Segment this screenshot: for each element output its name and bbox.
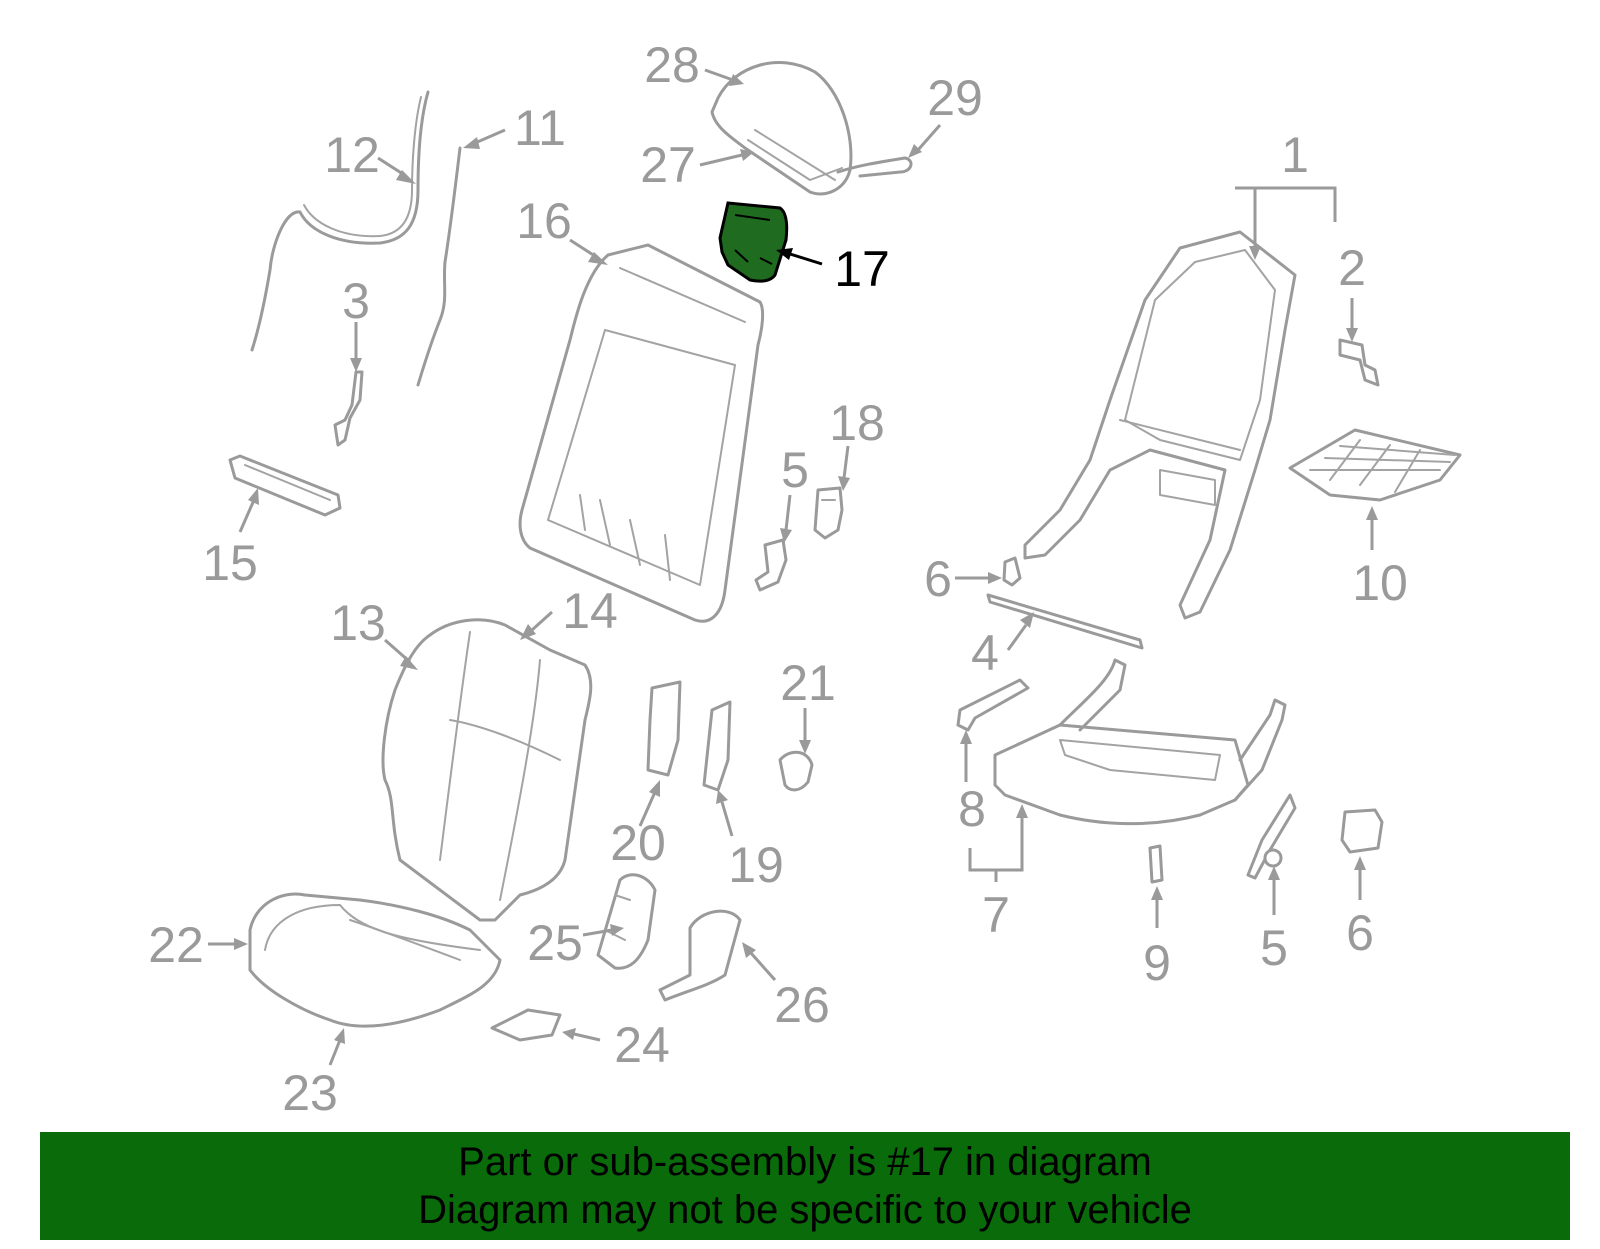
callout-6-upper: 6 <box>924 551 1002 607</box>
callout-5-upper: 5 <box>780 442 809 543</box>
callout-16: 16 <box>516 193 608 265</box>
svg-text:22: 22 <box>148 917 204 973</box>
part-5-bracket-lower <box>1246 793 1297 880</box>
callout-6-lower: 6 <box>1346 856 1374 961</box>
part-21-knob <box>778 750 814 792</box>
part-29-guide <box>836 156 913 178</box>
svg-text:24: 24 <box>614 1017 670 1073</box>
callout-28: 28 <box>644 37 744 93</box>
info-banner: Part or sub-assembly is #17 in diagram D… <box>40 1132 1570 1240</box>
seat-parts-diagram: 1 2 3 4 5 5 6 6 7 8 <box>148 37 1462 1121</box>
part-5-bracket-upper <box>754 538 788 592</box>
part-8-bracket <box>956 678 1030 732</box>
part-16-seatback-panel <box>518 243 765 623</box>
part-19-trim <box>702 700 732 792</box>
svg-text:5: 5 <box>1260 920 1288 976</box>
svg-text:1: 1 <box>1281 127 1309 183</box>
part-22-23-seat-cushion <box>248 892 502 1028</box>
callout-21: 21 <box>780 655 836 754</box>
svg-text:10: 10 <box>1352 555 1408 611</box>
svg-text:18: 18 <box>829 395 885 451</box>
callout-20: 20 <box>610 780 666 871</box>
part-15-trim <box>228 454 342 517</box>
svg-text:29: 29 <box>927 70 983 126</box>
callout-25: 25 <box>527 915 624 971</box>
svg-text:13: 13 <box>330 595 386 651</box>
part-4-rod <box>986 593 1144 650</box>
part-20-trim <box>646 680 682 777</box>
callout-7: 7 <box>968 804 1028 943</box>
callout-2: 2 <box>1338 240 1366 342</box>
callout-15: 15 <box>202 488 259 591</box>
svg-text:5: 5 <box>781 442 809 498</box>
part-12-wire <box>250 90 430 352</box>
svg-text:3: 3 <box>342 273 370 329</box>
svg-text:23: 23 <box>282 1065 338 1121</box>
svg-text:7: 7 <box>982 887 1010 943</box>
part-17-highlighted <box>718 201 789 283</box>
callout-23: 23 <box>282 1028 345 1121</box>
svg-text:12: 12 <box>324 127 380 183</box>
callout-12: 12 <box>324 127 416 184</box>
svg-text:6: 6 <box>1346 905 1374 961</box>
svg-text:2: 2 <box>1338 240 1366 296</box>
part-1-seatback-frame <box>1023 230 1297 620</box>
part-2-bracket <box>1338 338 1380 387</box>
callout-1: 1 <box>1235 127 1337 260</box>
svg-text:28: 28 <box>644 37 700 93</box>
svg-text:19: 19 <box>728 837 784 893</box>
svg-text:9: 9 <box>1143 935 1171 991</box>
callout-17: 17 <box>776 241 890 297</box>
callout-4: 4 <box>971 612 1034 681</box>
part-13-14-seatback-cover <box>381 618 593 922</box>
part-10-spring-grid <box>1288 428 1462 502</box>
svg-text:27: 27 <box>640 137 696 193</box>
svg-text:4: 4 <box>971 625 999 681</box>
callout-10: 10 <box>1352 506 1408 611</box>
svg-text:21: 21 <box>780 655 836 711</box>
svg-text:15: 15 <box>202 535 258 591</box>
svg-text:25: 25 <box>527 915 583 971</box>
part-3-bracket <box>333 370 364 447</box>
callout-5-lower: 5 <box>1260 866 1288 976</box>
part-7-cushion-frame <box>993 658 1287 826</box>
callout-8: 8 <box>958 730 986 837</box>
part-24-clip <box>490 1008 562 1042</box>
callout-19: 19 <box>716 790 784 893</box>
svg-text:26: 26 <box>774 977 830 1033</box>
callout-27: 27 <box>640 137 754 193</box>
callout-29: 29 <box>908 70 983 158</box>
part-11-rod <box>416 146 462 387</box>
svg-text:14: 14 <box>562 583 618 639</box>
banner-line-part-number: Part or sub-assembly is #17 in diagram <box>458 1140 1152 1184</box>
svg-text:6: 6 <box>924 551 952 607</box>
callout-24: 24 <box>562 1017 670 1073</box>
callout-11: 11 <box>463 100 566 156</box>
part-18-trim <box>813 486 844 540</box>
svg-text:17: 17 <box>834 241 890 297</box>
part-28-headrest <box>710 61 853 196</box>
callout-26: 26 <box>742 942 830 1033</box>
callout-22: 22 <box>148 917 248 973</box>
svg-text:16: 16 <box>516 193 572 249</box>
callout-18: 18 <box>829 395 885 491</box>
part-26-trim <box>658 909 742 1002</box>
callout-14: 14 <box>520 583 618 640</box>
callout-3: 3 <box>342 273 370 372</box>
svg-text:11: 11 <box>514 100 566 156</box>
part-9-pin <box>1148 844 1164 884</box>
part-25-bezel <box>596 873 657 970</box>
banner-line-disclaimer: Diagram may not be specific to your vehi… <box>418 1188 1192 1232</box>
svg-text:20: 20 <box>610 815 666 871</box>
part-6-clip-lower <box>1340 808 1384 854</box>
part-6-clip-upper <box>1002 556 1022 587</box>
callout-9: 9 <box>1143 886 1171 991</box>
svg-text:8: 8 <box>958 781 986 837</box>
callout-13: 13 <box>330 595 418 670</box>
